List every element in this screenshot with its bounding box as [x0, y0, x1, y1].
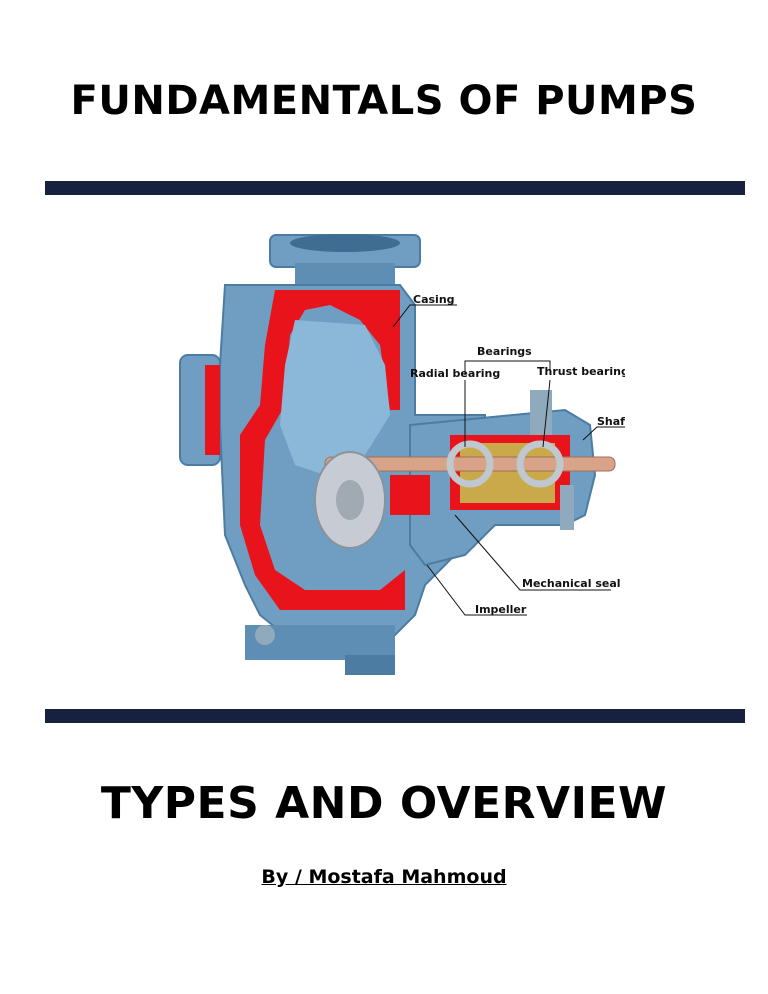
discharge-flange [269, 234, 421, 293]
top-divider [45, 181, 745, 195]
bottom-divider [45, 709, 745, 723]
label-shaft: Shaft [597, 415, 625, 428]
document-subtitle: TYPES AND OVERVIEW [100, 778, 668, 829]
author-line: By / Mostafa Mahmoud [261, 866, 507, 888]
label-mechanical-seal: Mechanical seal [522, 577, 621, 590]
label-thrust-bearing: Thrust bearing [537, 365, 625, 378]
document-title: FUNDAMENTALS OF PUMPS [70, 78, 698, 124]
label-bearings: Bearings [477, 345, 532, 358]
label-casing: Casing [413, 293, 455, 306]
label-radial-bearing: Radial bearing [410, 367, 500, 380]
shaft [324, 440, 616, 488]
impeller [314, 451, 430, 549]
leader-lines [392, 304, 625, 616]
pump-cutaway-illustration: Casing Bearings Radial bearing Thrust be… [179, 234, 625, 675]
label-impeller: Impeller [475, 603, 527, 616]
